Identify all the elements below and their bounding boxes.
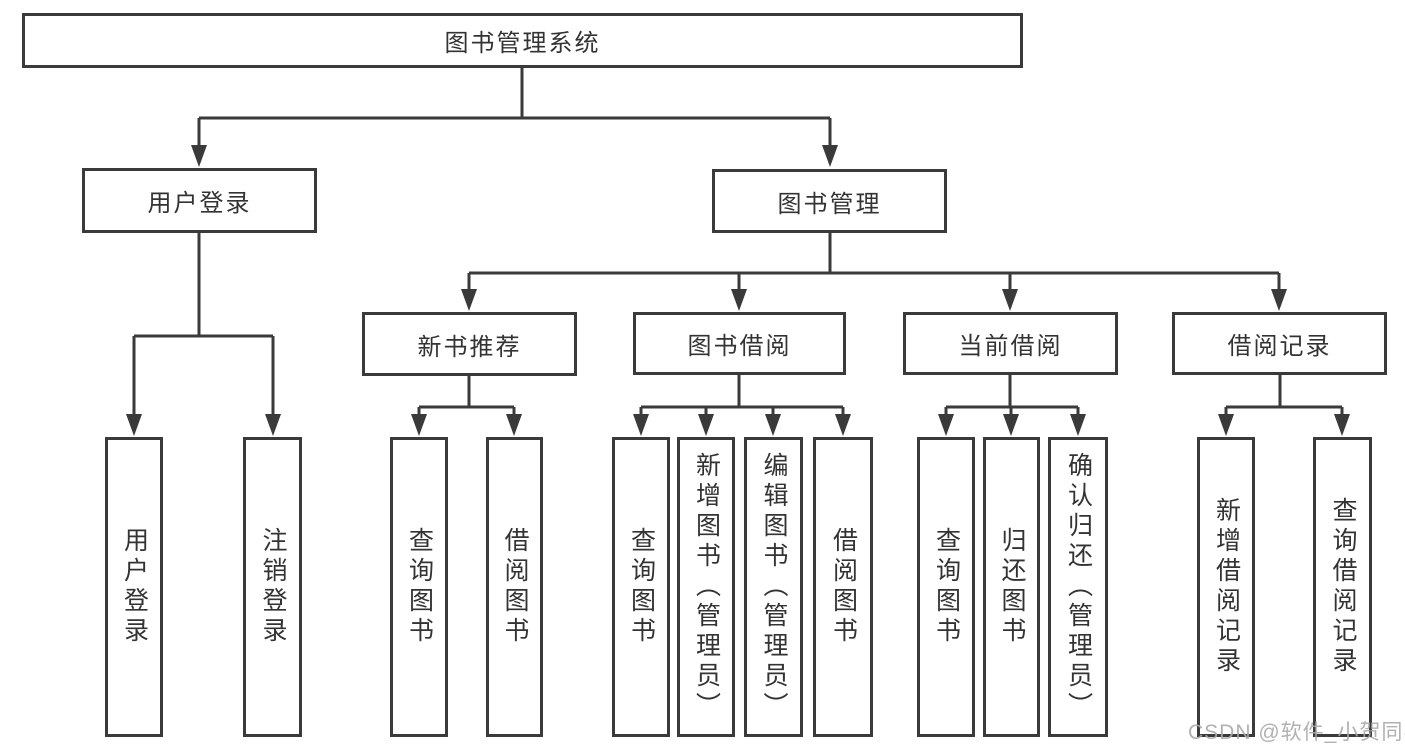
- connector-root-to-level1: [191, 68, 838, 167]
- arrowhead: [191, 145, 207, 167]
- arrowhead: [506, 414, 522, 436]
- arrowhead: [731, 289, 747, 311]
- node-book-borrow: 图书借阅: [633, 312, 846, 375]
- arrowhead: [1002, 289, 1018, 311]
- leaf-add-borrow-record: 新增借阅记录: [1197, 437, 1255, 737]
- leaf-query-books-recommend: 查询图书: [390, 437, 448, 737]
- node-library-system: 图书管理系统: [22, 13, 1023, 68]
- arrowhead: [1070, 414, 1086, 436]
- arrowhead: [411, 414, 427, 436]
- arrowhead: [461, 289, 477, 311]
- arrowhead: [938, 414, 954, 436]
- leaf-return-books: 归还图书: [983, 437, 1040, 737]
- arrowhead: [1218, 414, 1234, 436]
- leaf-user-login: 用户登录: [105, 437, 163, 737]
- connector-book-borrow-children: [633, 375, 851, 436]
- node-current-borrow: 当前借阅: [903, 312, 1118, 375]
- arrowhead: [126, 414, 142, 436]
- connector-borrow-records-children: [1218, 375, 1350, 436]
- connector-current-borrow-children: [938, 375, 1086, 436]
- connector-new-book-children: [411, 376, 522, 436]
- leaf-logout: 注销登录: [243, 437, 302, 737]
- leaf-query-borrow-record: 查询借阅记录: [1313, 437, 1372, 737]
- arrowhead: [835, 414, 851, 436]
- arrowhead: [1334, 414, 1350, 436]
- csdn-watermark: CSDN @软件_小贺同学: [1188, 721, 1405, 744]
- leaf-borrow-books: 借阅图书: [813, 437, 873, 737]
- arrowhead: [633, 414, 649, 436]
- leaf-edit-books-admin: 编辑图书（管理员）: [744, 437, 803, 737]
- node-borrow-records: 借阅记录: [1172, 312, 1387, 375]
- leaf-query-books-borrow: 查询图书: [612, 437, 670, 737]
- arrowhead: [1003, 414, 1019, 436]
- leaf-confirm-return-admin: 确认归还（管理员）: [1048, 437, 1108, 737]
- connector-user-login-children: [126, 233, 281, 436]
- node-book-management: 图书管理: [712, 169, 947, 233]
- node-user-login: 用户登录: [82, 168, 317, 233]
- arrowhead: [698, 414, 714, 436]
- leaf-add-books-admin: 新增图书（管理员）: [677, 437, 735, 737]
- arrowhead: [265, 414, 281, 436]
- arrowhead: [1271, 289, 1287, 311]
- arrowhead: [822, 145, 838, 167]
- node-new-book-recommend: 新书推荐: [362, 312, 577, 376]
- leaf-borrow-books-recommend: 借阅图书: [486, 437, 543, 737]
- connector-book-management-children: [461, 233, 1287, 311]
- leaf-query-books-current: 查询图书: [917, 437, 975, 737]
- arrowhead: [765, 414, 781, 436]
